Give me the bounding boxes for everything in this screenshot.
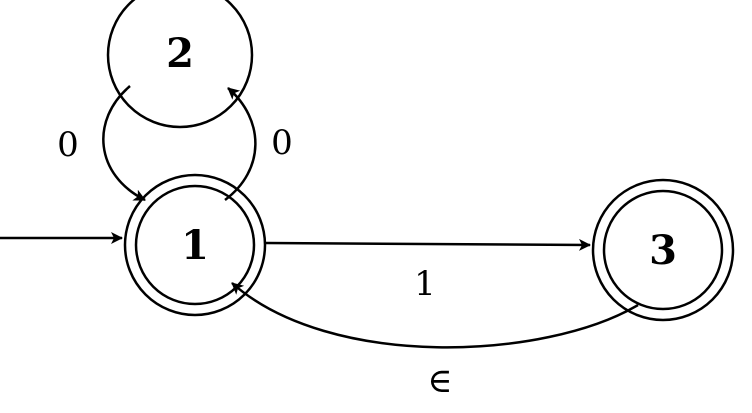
state-1: 1: [123, 173, 267, 317]
transition-2-to-1-arrow: [102, 85, 146, 202]
state-2-circle: [106, 0, 254, 129]
transition-1-to-3-arrow: [265, 238, 591, 251]
transition-1-to-2-arrow: [224, 87, 257, 201]
transition-3-to-1-arrow: [231, 282, 639, 349]
transition-1-to-3-label: 1: [414, 264, 436, 304]
transition-3-to-1: ∈: [231, 282, 639, 401]
transition-3-to-1-label: ∈: [427, 361, 452, 401]
transition-2-to-1: 0: [57, 85, 146, 202]
state-1-label: 1: [181, 222, 209, 269]
state-3-inner-circle: [602, 189, 724, 311]
state-1-inner-circle: [134, 184, 256, 306]
state-3: 3: [591, 178, 735, 322]
transition-2-to-1-label: 0: [57, 125, 79, 165]
state-2: 2: [106, 0, 254, 129]
state-3-outer-circle: [591, 178, 735, 322]
state-1-outer-circle: [123, 173, 267, 317]
state-3-label: 3: [649, 227, 677, 274]
transition-1-to-2-label: 0: [271, 123, 293, 163]
state-2-label: 2: [166, 30, 194, 77]
transition-1-to-3: 1: [265, 238, 591, 304]
transition-1-to-2: 0: [224, 87, 293, 201]
